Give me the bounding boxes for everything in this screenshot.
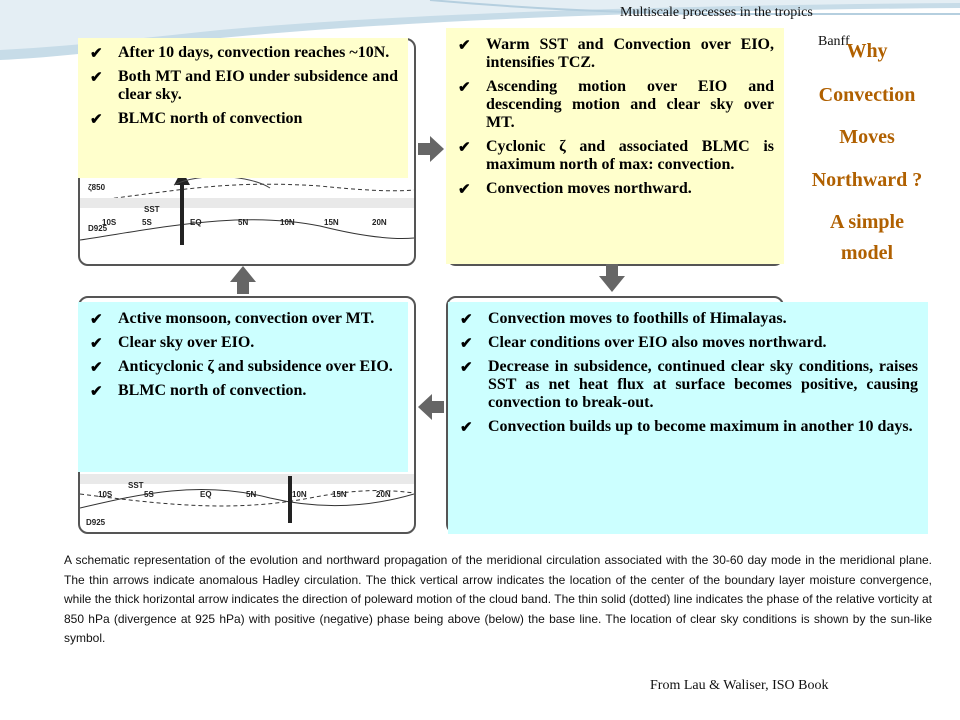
list-item: ✔Convection builds up to become maximum … bbox=[460, 418, 913, 436]
list-item: ✔Cyclonic ζ and associated BLMC is maxim… bbox=[458, 138, 774, 173]
list-item: ✔Clear conditions over EIO also moves no… bbox=[460, 334, 827, 352]
svg-text:10S: 10S bbox=[102, 218, 117, 227]
panel-top-left-notes: ✔After 10 days, convection reaches ~10N.… bbox=[78, 38, 408, 178]
side-title-line-2: Convection bbox=[818, 84, 916, 106]
checkmark-icon: ✔ bbox=[90, 336, 103, 352]
figure-caption: A schematic representation of the evolut… bbox=[64, 553, 932, 645]
svg-text:EQ: EQ bbox=[200, 490, 212, 499]
svg-text:10N: 10N bbox=[292, 490, 307, 499]
list-item: ✔BLMC north of convection. bbox=[90, 382, 307, 400]
d925-label-bottom: D925 bbox=[86, 518, 106, 527]
source-credit: From Lau & Waliser, ISO Book bbox=[650, 678, 829, 693]
arrow-up-icon bbox=[230, 266, 256, 294]
side-title-line-1: Why bbox=[846, 40, 888, 62]
panel-top-right-notes: ✔Warm SST and Convection over EIO, inten… bbox=[446, 28, 784, 264]
checkmark-icon: ✔ bbox=[458, 182, 471, 198]
list-item: ✔Warm SST and Convection over EIO, inten… bbox=[458, 36, 774, 71]
svg-text:15N: 15N bbox=[332, 490, 347, 499]
sst-label-bottom: SST bbox=[128, 481, 144, 490]
checkmark-icon: ✔ bbox=[460, 336, 473, 352]
checkmark-icon: ✔ bbox=[460, 420, 473, 436]
side-title-line-4: Northward ? bbox=[811, 169, 923, 191]
arrow-left-icon bbox=[418, 394, 444, 420]
panel-bottom-left-notes: ✔Active monsoon, convection over MT. ✔Cl… bbox=[78, 302, 408, 472]
checkmark-icon: ✔ bbox=[458, 38, 471, 54]
side-title-line-3: Moves bbox=[839, 126, 895, 148]
list-item: ✔Ascending motion over EIO and descendin… bbox=[458, 78, 774, 131]
svg-text:EQ: EQ bbox=[190, 218, 202, 227]
header-title: Multiscale processes in the tropics bbox=[620, 5, 813, 20]
arrow-down-icon bbox=[599, 264, 625, 292]
svg-text:5N: 5N bbox=[246, 490, 256, 499]
list-item: ✔Decrease in subsidence, continued clear… bbox=[460, 358, 918, 411]
checkmark-icon: ✔ bbox=[90, 70, 103, 86]
svg-text:10S: 10S bbox=[98, 490, 113, 499]
side-title-line-6: model bbox=[840, 242, 894, 264]
list-item: ✔After 10 days, convection reaches ~10N. bbox=[90, 44, 390, 62]
svg-text:20N: 20N bbox=[376, 490, 391, 499]
d925-label-top: D925 bbox=[88, 224, 108, 233]
checkmark-icon: ✔ bbox=[90, 312, 103, 328]
list-item: ✔Anticyclonic ζ and subsidence over EIO. bbox=[90, 358, 393, 376]
list-item: ✔Active monsoon, convection over MT. bbox=[90, 310, 375, 328]
svg-text:20N: 20N bbox=[372, 218, 387, 227]
header-wave-decoration bbox=[0, 0, 960, 60]
list-item: ✔Both MT and EIO under subsidence and cl… bbox=[90, 68, 398, 103]
checkmark-icon: ✔ bbox=[460, 312, 473, 328]
diagram-top-left: ζ850 SST D925 10S 5S EQ 5N 10N 15N 20N bbox=[80, 170, 414, 245]
list-item: ✔Convection moves to foothills of Himala… bbox=[460, 310, 787, 328]
sst-label-top: SST bbox=[144, 205, 160, 214]
svg-text:5S: 5S bbox=[142, 218, 152, 227]
z850-label: ζ850 bbox=[88, 183, 106, 192]
diagram-bottom-left: SST D925 10S 5S EQ 5N 10N 15N 20N bbox=[80, 474, 414, 527]
svg-text:5S: 5S bbox=[144, 490, 154, 499]
checkmark-icon: ✔ bbox=[460, 360, 473, 376]
svg-text:10N: 10N bbox=[280, 218, 295, 227]
checkmark-icon: ✔ bbox=[90, 46, 103, 62]
checkmark-icon: ✔ bbox=[458, 80, 471, 96]
side-title-line-5: A simple bbox=[830, 211, 904, 233]
svg-text:15N: 15N bbox=[324, 218, 339, 227]
list-item: ✔Convection moves northward. bbox=[458, 180, 692, 198]
checkmark-icon: ✔ bbox=[90, 112, 103, 128]
header-location: Banff bbox=[818, 34, 850, 49]
arrow-right-icon bbox=[418, 136, 444, 162]
checkmark-icon: ✔ bbox=[458, 140, 471, 156]
panel-bottom-right-notes: ✔Convection moves to foothills of Himala… bbox=[448, 302, 928, 534]
list-item: ✔Clear sky over EIO. bbox=[90, 334, 255, 352]
svg-text:5N: 5N bbox=[238, 218, 248, 227]
checkmark-icon: ✔ bbox=[90, 384, 103, 400]
list-item: ✔BLMC north of convection bbox=[90, 110, 303, 128]
checkmark-icon: ✔ bbox=[90, 360, 103, 376]
